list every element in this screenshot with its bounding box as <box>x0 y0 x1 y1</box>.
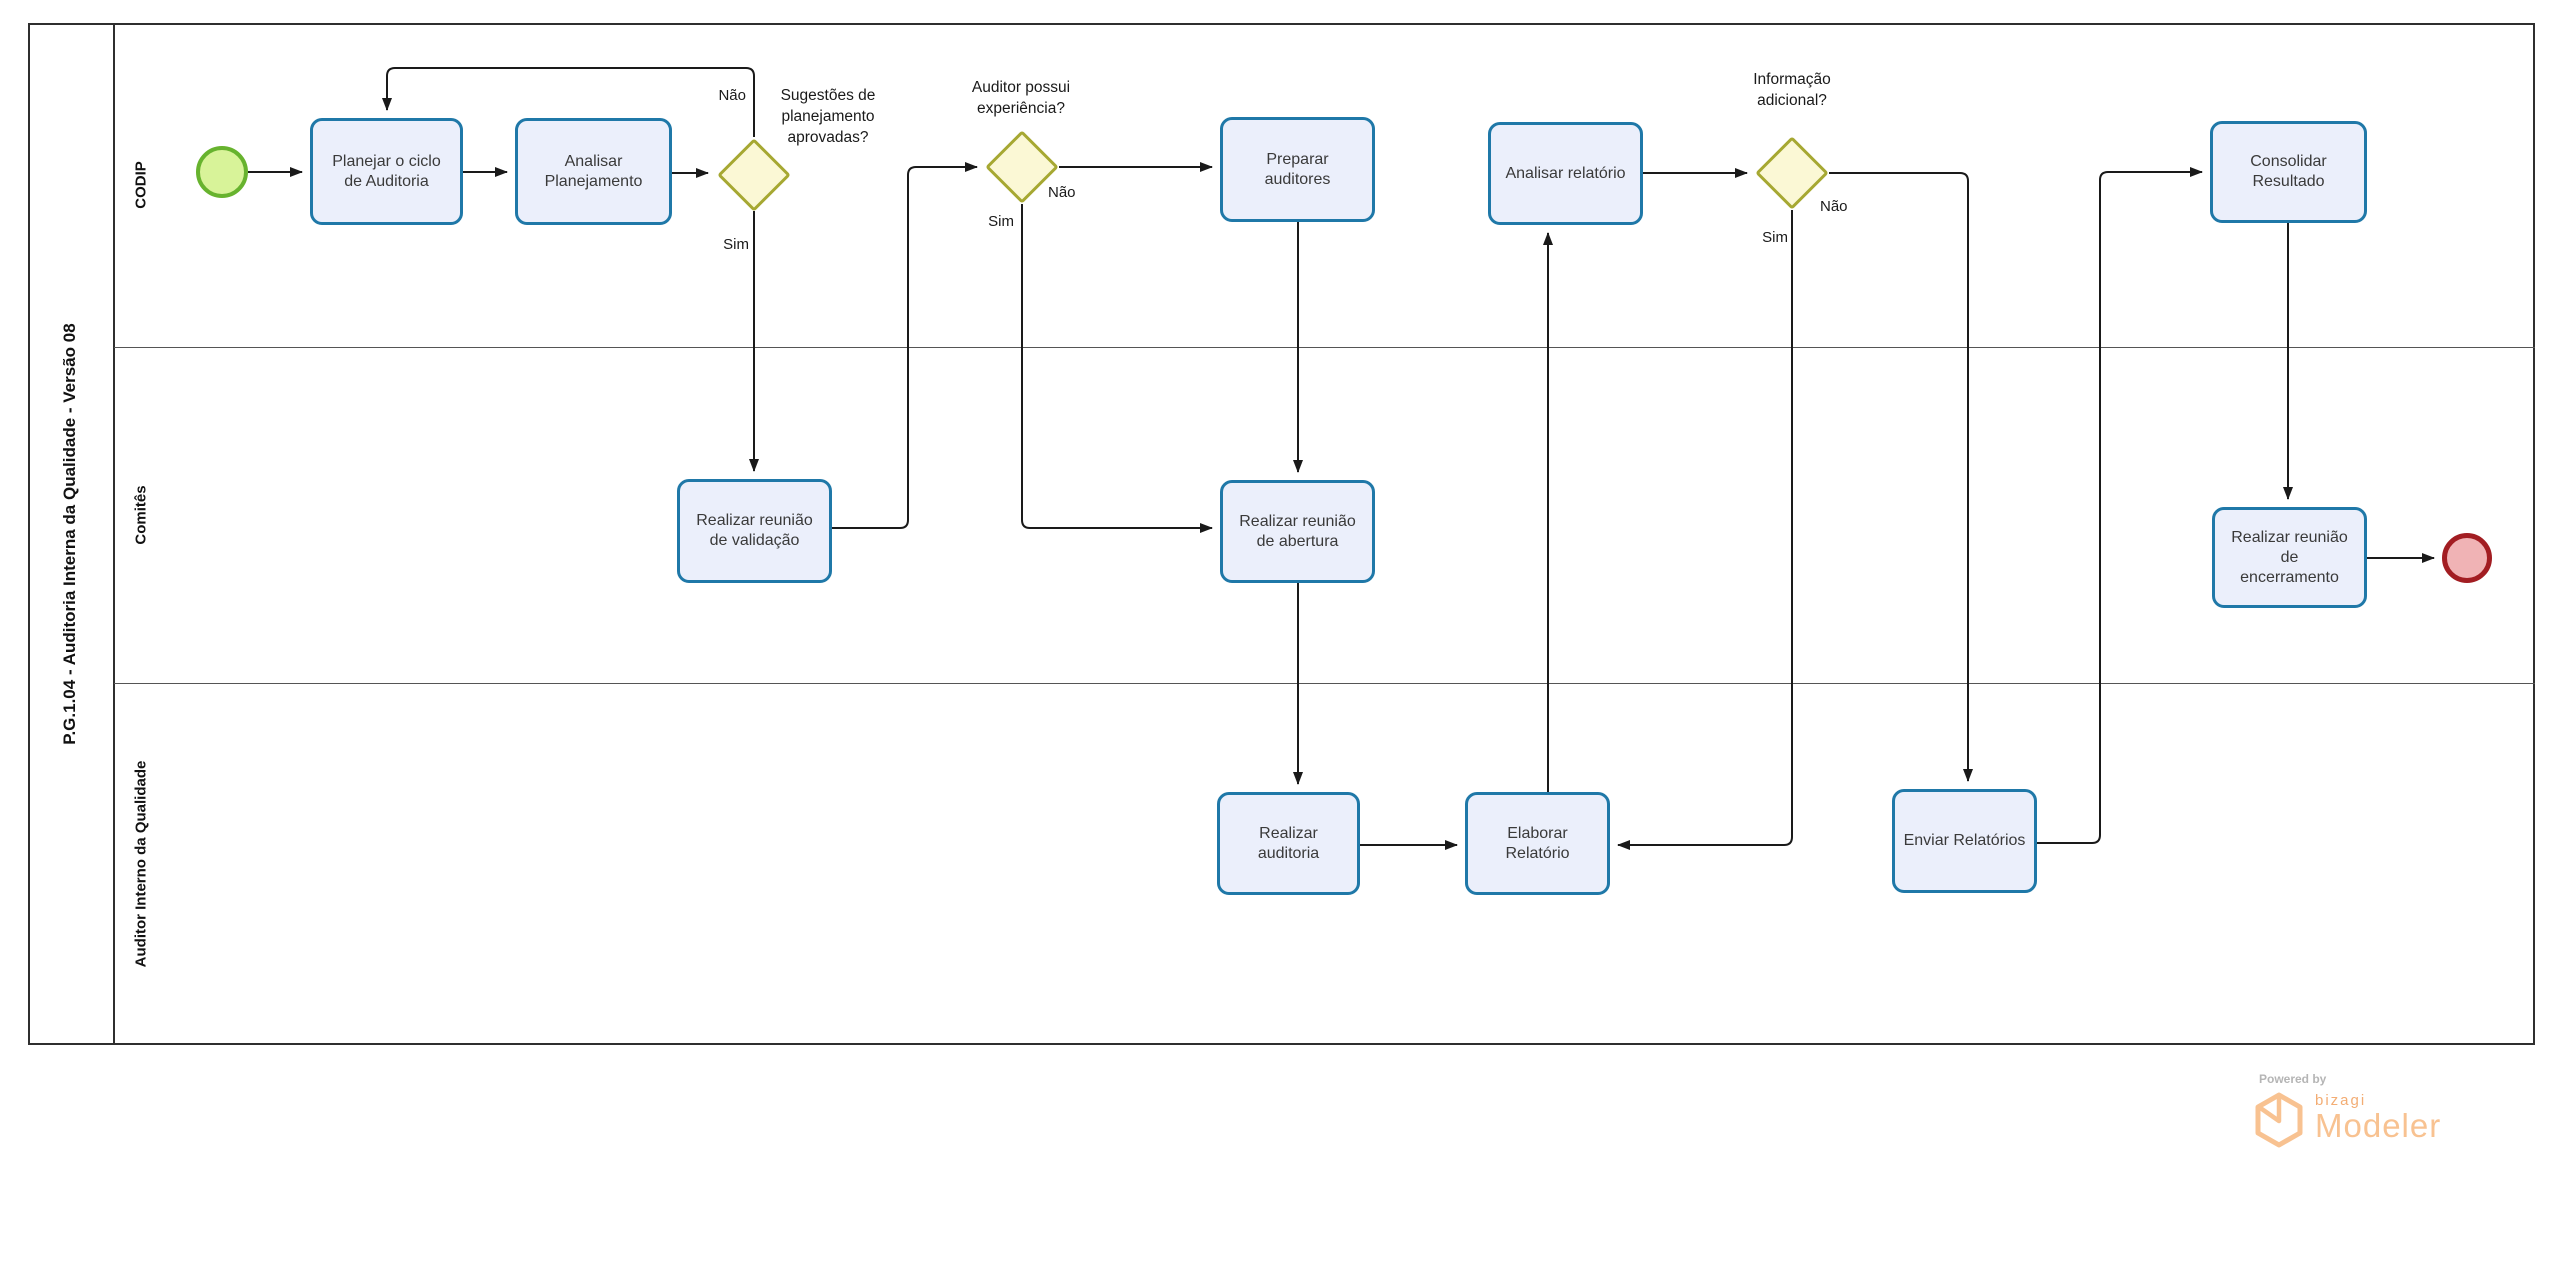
gateway2-question-label: Auditor possui experiência? <box>971 79 1071 117</box>
task-elaborar-relatorio[interactable]: Elaborar Relatório <box>1465 792 1610 895</box>
task-analisar-relatorio[interactable]: Analisar relatório <box>1488 122 1643 225</box>
task-enviar-relatorios[interactable]: Enviar Relatórios <box>1892 789 2037 893</box>
task-label: Analisar Planejamento <box>544 152 643 190</box>
task-label: Elaborar Relatório <box>1505 824 1570 862</box>
task-label: Analisar relatório <box>1505 164 1626 182</box>
task-preparar-auditores[interactable]: Preparar auditores <box>1220 117 1375 222</box>
gateway1-question-label: Sugestões de planejamento aprovadas? <box>780 87 876 146</box>
flow-gateway3-sim-to-elaborar <box>1617 210 1793 850</box>
task-realizar-reuniao-validacao[interactable]: Realizar reunião de validação <box>677 479 832 583</box>
task-label: Planejar o ciclo de Auditoria <box>332 152 441 190</box>
flow-gateway2-sim-to-abertura <box>1021 204 1213 533</box>
task-realizar-reuniao-abertura[interactable]: Realizar reunião de abertura <box>1220 480 1375 583</box>
task-label: Enviar Relatórios <box>1903 832 2026 849</box>
bizagi-logo-icon <box>2255 1092 2303 1148</box>
bizagi-wordmark: bizagi <box>2315 1092 2367 1109</box>
gateway3-yes-label: Sim <box>1762 229 1788 246</box>
task-consolidar-resultado[interactable]: Consolidar Resultado <box>2210 121 2367 223</box>
task-label: Realizar auditoria <box>1257 824 1320 862</box>
lane-divider-comites-auditor <box>114 683 2535 684</box>
end-event[interactable] <box>2442 533 2492 583</box>
powered-by-label: Powered by <box>2259 1072 2327 1086</box>
flow-gateway1-nao-loop <box>382 67 755 137</box>
task-label: Preparar auditores <box>1264 150 1331 188</box>
process-pool <box>28 23 2535 1045</box>
gateway2-yes-label: Sim <box>988 213 1014 230</box>
task-label: Realizar reunião de abertura <box>1239 512 1356 550</box>
task-label: Realizar reunião de encerramento <box>2231 528 2348 586</box>
gateway1-yes-label: Sim <box>723 236 749 253</box>
flow-validacao-to-gateway2 <box>832 162 978 529</box>
bizagi-branding: Powered by bizagi Modeler <box>2255 1072 2441 1148</box>
lane-divider-codip-comites <box>114 347 2535 348</box>
task-label: Consolidar Resultado <box>2250 153 2327 190</box>
pool-name-divider <box>113 23 115 1045</box>
gateway2-no-label: Não <box>1048 184 1076 201</box>
task-analisar-planejamento[interactable]: Analisar Planejamento <box>515 118 672 225</box>
modeler-wordmark: Modeler <box>2315 1107 2442 1144</box>
task-realizar-reuniao-encerramento[interactable]: Realizar reunião de encerramento <box>2212 507 2367 608</box>
gateway1-no-label: Não <box>718 87 746 104</box>
task-label: Realizar reunião de validação <box>696 512 813 549</box>
task-realizar-auditoria[interactable]: Realizar auditoria <box>1217 792 1360 895</box>
flow-enviar-to-consolidar <box>2037 167 2203 844</box>
start-event[interactable] <box>196 146 248 198</box>
flow-gateway3-nao-to-enviar <box>1829 172 1973 782</box>
gateway3-no-label: Não <box>1820 198 1848 215</box>
task-planejar-ciclo-auditoria[interactable]: Planejar o ciclo de Auditoria <box>310 118 463 225</box>
gateway3-question-label: Informação adicional? <box>1753 71 1831 109</box>
